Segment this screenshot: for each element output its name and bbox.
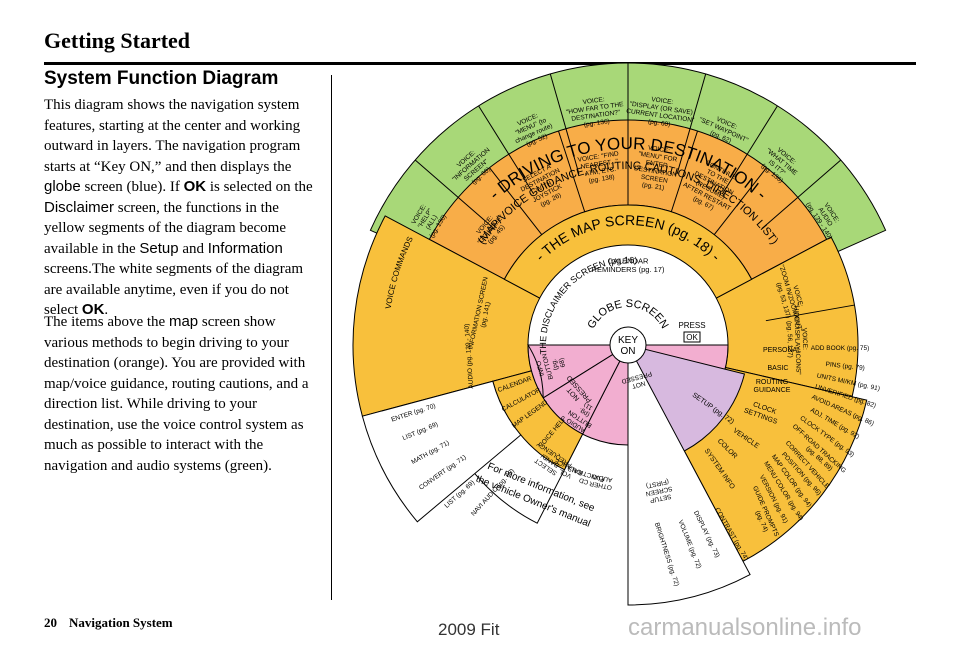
audio-sub-3-line-1: AUDIO (591, 472, 613, 483)
key-label: KEY (618, 335, 638, 346)
orange-item-3-line-4: SCREEN (640, 174, 668, 185)
section-heading: System Function Diagram (44, 68, 279, 89)
setup-option-0: ADD BOOK (pg. 75) (811, 345, 870, 352)
orange-item-3-line-5: (pg. 21) (641, 182, 664, 192)
page-number: 20 (44, 615, 57, 630)
audio-sub-3-line-0: OTHER (589, 479, 613, 490)
page-title: Getting Started (44, 28, 191, 53)
calendar-reminders-line-1: REMINDERS (pg. 17) (592, 265, 665, 274)
green-divider (478, 105, 535, 195)
ok-label: OK (686, 333, 698, 342)
green-divider (721, 105, 778, 195)
setup-routing: ROUTING (756, 379, 788, 386)
orange-item-3-line-0: VOICE: (647, 145, 670, 155)
voice-hide-line-1: "HIDE/DISPLAY ICONS" (792, 303, 802, 375)
audio-button-line-3: 11) (583, 401, 594, 412)
press-label: PRESS (678, 321, 705, 330)
voice-hide-line-2: (pg. 56, 137) (785, 321, 793, 358)
orange-item-2-line-3: (pg. 138) (588, 174, 615, 185)
green-item-4-line-3: (pg. 60) (648, 118, 671, 128)
green-item-4-line-0: VOICE: (651, 96, 674, 106)
map-paragraph: The items above the map screen show vari… (44, 313, 309, 474)
header-rule (44, 62, 916, 65)
setup-option-1: PINS (pg. 79) (825, 361, 865, 372)
audio-pg-line-0: AUDIO (pg. 139 - 140) (464, 323, 476, 388)
voice-hide-line-0: VOICE: (801, 328, 809, 350)
column-divider (331, 75, 332, 600)
green-divider (549, 73, 580, 175)
navi-audio-wedge (361, 380, 522, 523)
calendar-reminders-line-0: CALENDAR (608, 256, 649, 265)
footer-label: Navigation System (69, 615, 173, 630)
info-button-line-2: (pg. (550, 358, 560, 371)
green-divider (676, 73, 707, 175)
setup-white-wedge (627, 344, 751, 606)
green-divider (762, 159, 842, 229)
globe-label: GLOBE SCREEN (585, 298, 670, 331)
ok-box (683, 331, 701, 343)
setup-screen-first-line-0: SETUP (649, 492, 672, 503)
key-on-label: ON (621, 346, 636, 357)
yellow-divider (765, 304, 855, 322)
info-lists-wedge (492, 370, 584, 471)
key-on-circle (609, 326, 647, 364)
orange-divider (713, 167, 767, 235)
orange-divider (557, 130, 586, 213)
info-button-line-3: 68) (558, 357, 567, 368)
audio-sub-2-line-0: CD (578, 476, 589, 486)
map-screen-ring (503, 204, 753, 299)
model-watermark: 2009 Fit (438, 620, 500, 639)
green-item-3-line-0: VOICE: (582, 96, 605, 106)
intro-paragraph: This diagram shows the navigation system… (44, 97, 313, 318)
orange-divider (670, 130, 699, 213)
orange-item-2-line-2: ATM, ETC. (584, 166, 617, 178)
orange-divider (489, 167, 543, 235)
page-footer: 20 Navigation System (44, 615, 185, 631)
setup-basic: BASIC (767, 365, 788, 372)
site-watermark: carmanualsonline.info (628, 614, 862, 641)
orange-item-3-line-2: ENTER (645, 159, 668, 169)
setup-personal: PERSONAL (763, 347, 801, 354)
setup-screen-first-line-2: (FIRST) (645, 478, 669, 490)
green-item-3-line-3: (pg. 136) (583, 118, 610, 129)
green-divider (414, 159, 494, 229)
not-pressed-right-line-0: NOT (631, 379, 646, 389)
setup-guidance: GUIDANCE (754, 387, 791, 394)
info-button-line-0: INFO (535, 360, 546, 377)
